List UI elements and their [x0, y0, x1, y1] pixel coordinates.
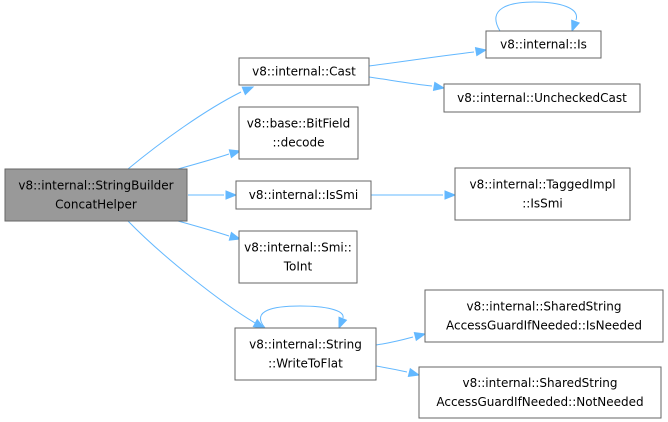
edge-line — [495, 1, 577, 32]
edge-cast-to-is — [368, 47, 488, 67]
node-label: AccessGuardIfNeeded::IsNeeded — [446, 319, 642, 333]
node-label: v8::internal::Is — [500, 38, 587, 52]
edges — [127, 1, 581, 378]
edge-line — [259, 305, 344, 329]
node-label: ::IsSmi — [522, 197, 563, 211]
node-label: ::decode — [272, 136, 324, 150]
node-box — [238, 230, 358, 284]
node-label: v8::internal::String — [249, 338, 362, 352]
node-writetoflat[interactable]: v8::internal::String::WriteToFlat — [234, 327, 377, 381]
node-label: ::WriteToFlat — [268, 357, 343, 371]
edge-line — [177, 153, 230, 170]
arrowhead-icon — [228, 149, 242, 159]
node-label: ConcatHelper — [55, 198, 137, 212]
edge-line — [127, 220, 256, 324]
edge-root-to-bitfield — [177, 149, 242, 170]
node-notneeded[interactable]: v8::internal::SharedStringAccessGuardIfN… — [418, 366, 662, 419]
node-box — [234, 327, 377, 381]
node-box — [4, 168, 188, 222]
node-box — [238, 57, 370, 86]
node-box — [443, 83, 641, 113]
node-cast[interactable]: v8::internal::Cast — [238, 57, 370, 86]
node-label: v8::internal::SharedString — [466, 300, 621, 314]
node-label: ToInt — [283, 260, 313, 274]
edge-root-to-cast — [127, 86, 255, 170]
node-label: v8::internal::StringBuilder — [18, 179, 173, 193]
node-label: v8::base::BitField — [247, 117, 350, 131]
edge-issmi-to-taggedimpl — [371, 190, 457, 200]
node-label: v8::internal::UncheckedCast — [457, 91, 627, 105]
node-label: v8::internal::Smi:: — [244, 241, 352, 255]
node-label: v8::internal::Cast — [252, 65, 356, 79]
arrowhead-icon — [252, 318, 266, 329]
edge-cast-to-uncheckedcast — [368, 76, 446, 91]
node-box — [238, 106, 359, 160]
node-uncheckedcast[interactable]: v8::internal::UncheckedCast — [443, 83, 641, 113]
node-isneeded[interactable]: v8::internal::SharedStringAccessGuardIfN… — [424, 289, 664, 343]
node-taggedimpl[interactable]: v8::internal::TaggedImpl::IsSmi — [454, 167, 631, 221]
arrowhead-icon — [228, 231, 242, 241]
edge-line — [375, 365, 408, 373]
arrowhead-icon — [225, 190, 238, 200]
edge-root-to-smi_toint — [177, 220, 242, 241]
edge-line — [368, 76, 433, 87]
node-box — [485, 30, 602, 59]
edge-root-to-writetoflat — [127, 220, 266, 329]
node-issmi[interactable]: v8::internal::IsSmi — [235, 180, 372, 210]
nodes: v8::internal::StringBuilderConcatHelperv… — [4, 30, 664, 419]
node-box — [424, 289, 664, 343]
edge-line — [375, 336, 414, 346]
edge-is-to-is — [495, 1, 581, 33]
edge-writetoflat-to-notneeded — [375, 365, 421, 378]
edge-line — [368, 51, 475, 67]
edge-root-to-issmi — [188, 190, 238, 200]
arrowhead-icon — [407, 367, 421, 378]
arrowhead-icon — [444, 190, 457, 200]
arrowhead-icon — [413, 331, 427, 342]
edge-line — [177, 220, 230, 237]
edge-writetoflat-to-isneeded — [375, 331, 427, 346]
node-bitfield[interactable]: v8::base::BitField::decode — [238, 106, 359, 160]
arrowhead-icon — [474, 47, 488, 57]
node-label: v8::internal::TaggedImpl — [469, 178, 615, 192]
node-smi_toint[interactable]: v8::internal::Smi::ToInt — [238, 230, 358, 284]
arrowhead-icon — [571, 19, 581, 33]
node-box — [454, 167, 631, 221]
edge-writetoflat-to-writetoflat — [259, 305, 348, 330]
node-box — [235, 180, 372, 210]
arrowhead-icon — [432, 81, 446, 91]
arrowhead-icon — [241, 86, 255, 96]
node-is[interactable]: v8::internal::Is — [485, 30, 602, 59]
arrowhead-icon — [338, 316, 348, 330]
edge-line — [127, 91, 242, 170]
node-label: v8::internal::IsSmi — [249, 188, 358, 202]
node-box — [418, 366, 662, 419]
node-label: v8::internal::SharedString — [462, 376, 617, 390]
node-label: AccessGuardIfNeeded::NotNeeded — [436, 395, 643, 409]
